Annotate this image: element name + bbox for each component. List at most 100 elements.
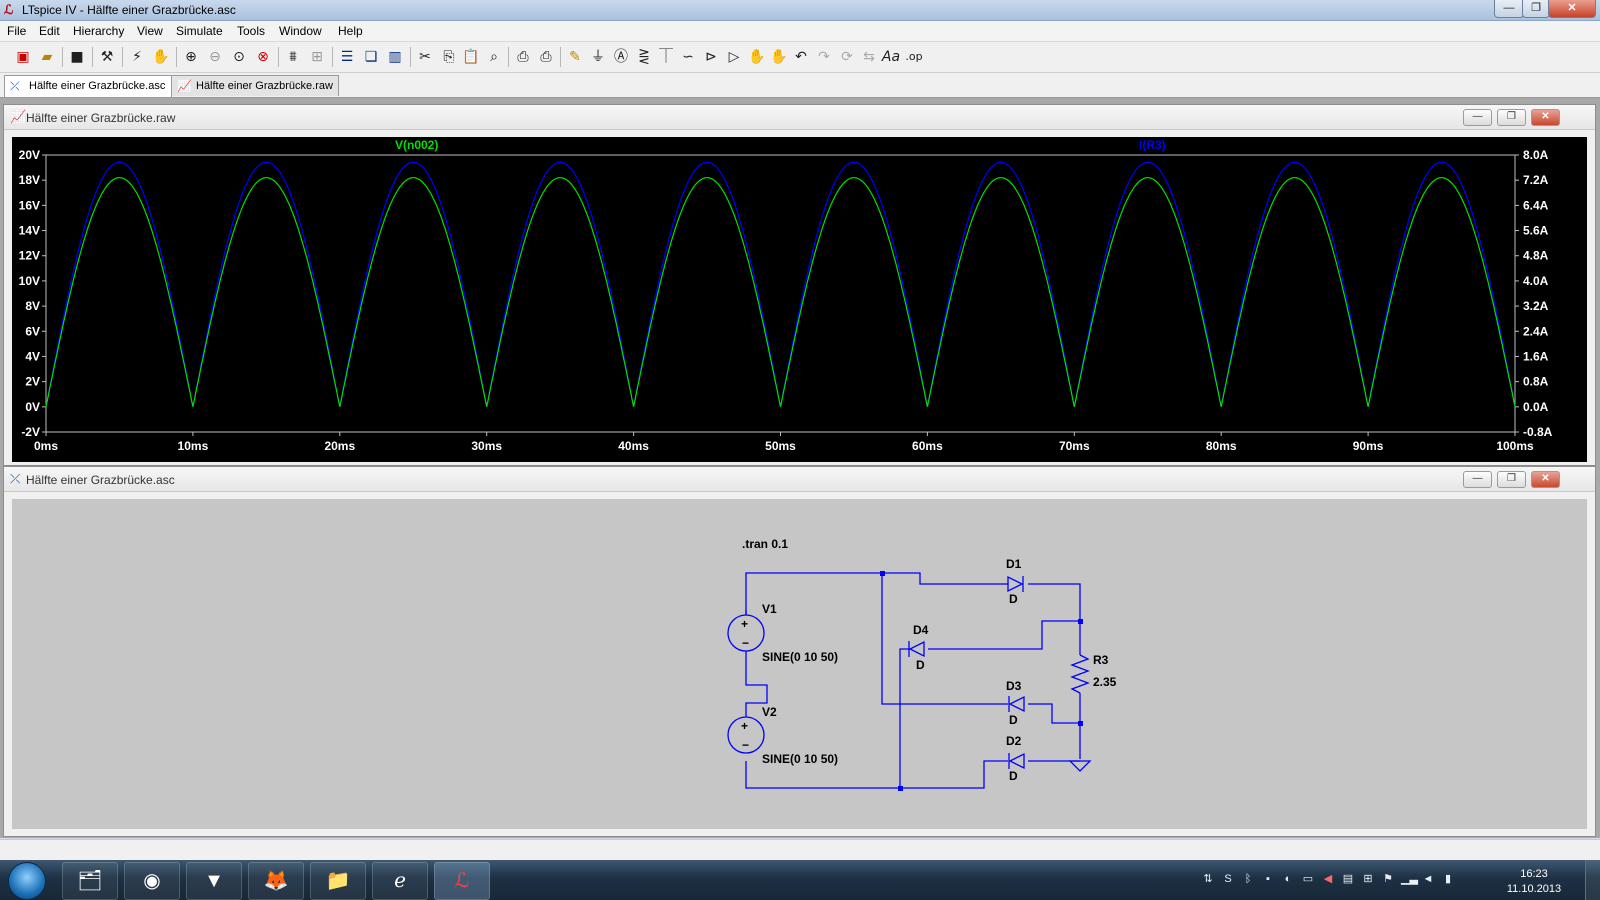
autorange-icon[interactable]: ⩩	[289, 49, 297, 65]
battery-icon[interactable]: ▮	[1444, 873, 1452, 885]
redo-icon[interactable]: ↷	[818, 49, 830, 65]
inductor-icon[interactable]: ∽	[682, 49, 694, 65]
grid-icon[interactable]: ⊞	[1363, 873, 1373, 885]
resistor-icon[interactable]: ⋛	[638, 49, 650, 65]
waveform-window-caption[interactable]: 📈 Hälfte einer Grazbrücke.raw — ❐ ✕	[4, 105, 1595, 130]
network-icon[interactable]: ⇅	[1203, 873, 1213, 885]
d2-ref[interactable]: D2	[1006, 734, 1022, 748]
ground-icon[interactable]: ⏚	[591, 49, 605, 65]
wire[interactable]	[899, 648, 910, 788]
text-icon[interactable]: Aa	[881, 49, 901, 65]
v2-ref[interactable]: V2	[762, 705, 777, 719]
monitor-icon[interactable]: ▭	[1302, 873, 1314, 885]
chrome-icon[interactable]: ◉	[124, 862, 180, 900]
menu-file[interactable]: File	[7, 24, 27, 38]
run-icon[interactable]: ⚡	[132, 49, 142, 65]
copy-icon[interactable]: ⎘	[443, 49, 455, 65]
r3-value[interactable]: 2.35	[1093, 675, 1117, 689]
schematic-maximize-button[interactable]: ❐	[1497, 471, 1526, 488]
wire[interactable]	[1028, 583, 1081, 621]
halt-icon[interactable]: ✋	[152, 49, 170, 65]
signal-icon[interactable]: ▁▃	[1401, 873, 1418, 885]
schematic-window-caption[interactable]: ⤫ Hälfte einer Grazbrücke.asc — ❐ ✕	[4, 467, 1595, 492]
diode-d1[interactable]	[1007, 575, 1024, 593]
skype-icon[interactable]: S	[1224, 873, 1232, 885]
d1-ref[interactable]: D1	[1006, 557, 1022, 571]
move-icon[interactable]: ✋	[748, 49, 766, 65]
diode-d4[interactable]	[908, 640, 925, 658]
d2-value[interactable]: D	[1009, 769, 1018, 783]
d3-value[interactable]: D	[1009, 713, 1018, 727]
menu-edit[interactable]: Edit	[39, 24, 60, 38]
d4-ref[interactable]: D4	[913, 623, 929, 637]
drag-icon[interactable]: ✋	[770, 49, 788, 65]
voltage-source-v2[interactable]	[727, 716, 765, 754]
tab-schematic[interactable]: ⤫ Hälfte einer Grazbrücke.asc	[4, 75, 172, 97]
new-schematic-icon[interactable]: ▣	[16, 49, 30, 65]
tile-vertical-icon[interactable]: ▥	[388, 49, 402, 65]
wire[interactable]	[745, 572, 882, 582]
menu-tools[interactable]: Tools	[237, 24, 266, 38]
wire[interactable]	[928, 620, 1080, 650]
zoom-cancel-icon[interactable]: ⊗	[257, 49, 269, 65]
menu-help[interactable]: Help	[338, 24, 363, 38]
grid-icon[interactable]: ⊞	[311, 49, 323, 65]
schematic-minimize-button[interactable]: —	[1463, 471, 1492, 488]
clock-date[interactable]: 11.10.2013	[1506, 883, 1562, 895]
d4-value[interactable]: D	[916, 658, 925, 672]
bluetooth-icon[interactable]: ᛒ	[1244, 873, 1252, 885]
waveform-maximize-button[interactable]: ❐	[1497, 109, 1526, 126]
wire[interactable]	[1028, 703, 1080, 724]
find-icon[interactable]: ⌕	[490, 49, 498, 65]
label-net-icon[interactable]: Ⓐ	[614, 49, 628, 65]
resistor-r3[interactable]	[1070, 654, 1090, 694]
draw-wire-icon[interactable]: ✎	[569, 49, 581, 65]
component-icon[interactable]: ▷	[728, 49, 740, 65]
cascade-icon[interactable]: ❏	[364, 49, 378, 65]
window-icon[interactable]: ▤	[1342, 873, 1354, 885]
d1-value[interactable]: D	[1009, 592, 1018, 606]
generic-icon[interactable]: ▪	[1266, 873, 1270, 885]
usb-tool-icon[interactable]: ▼	[186, 862, 242, 900]
v1-value[interactable]: SINE(0 10 50)	[762, 650, 838, 664]
show-desktop-button[interactable]	[1585, 860, 1600, 900]
control-panel-icon[interactable]: ⚒	[100, 49, 114, 65]
cut-icon[interactable]: ✂	[419, 49, 431, 65]
open-icon[interactable]: ▰	[41, 49, 53, 65]
schematic-drawing[interactable]: + − + − .tran 0.1 V1 SINE(0 10 50) V2 SI…	[12, 499, 1587, 829]
capacitor-icon[interactable]: ⏉	[659, 49, 673, 65]
save-icon[interactable]: ■	[70, 49, 84, 65]
zoom-fit-icon[interactable]: ⊙	[233, 49, 245, 65]
menu-simulate[interactable]: Simulate	[176, 24, 223, 38]
tab-waveform[interactable]: 📈 Hälfte einer Grazbrücke.raw	[171, 75, 339, 96]
wire[interactable]	[882, 572, 1008, 585]
paste-icon[interactable]: 📋	[462, 49, 480, 65]
internet-explorer-icon[interactable]: ℯ	[372, 862, 428, 900]
d3-ref[interactable]: D3	[1006, 679, 1022, 693]
zoom-in-icon[interactable]: ⊕	[185, 49, 197, 65]
waveform-chart[interactable]: -2V0V2V4V6V8V10V12V14V16V18V20V-0.8A0.0A…	[12, 137, 1587, 462]
volume-icon[interactable]: ◄	[1422, 873, 1434, 885]
waveform-minimize-button[interactable]: —	[1463, 109, 1492, 126]
schematic-canvas[interactable]: + − + − .tran 0.1 V1 SINE(0 10 50) V2 SI…	[12, 499, 1587, 829]
menu-window[interactable]: Window	[279, 24, 322, 38]
gimp-icon[interactable]: 🦊	[248, 862, 304, 900]
folder-icon[interactable]: 📁	[310, 862, 366, 900]
explorer-icon[interactable]: 🗂	[62, 862, 118, 900]
close-window-button[interactable]: ✕	[1548, 0, 1596, 18]
diode-d3[interactable]	[1008, 695, 1025, 713]
ground-symbol[interactable]	[1068, 760, 1092, 772]
wire[interactable]	[745, 651, 768, 717]
speaker-icon[interactable]: ◀	[1323, 873, 1333, 885]
v2-value[interactable]: SINE(0 10 50)	[762, 752, 838, 766]
tile-horizontal-icon[interactable]: ☰	[340, 49, 354, 65]
spice-directive-icon[interactable]: .op	[905, 50, 923, 63]
antivirus-icon[interactable]: ◐	[1284, 873, 1292, 885]
diode-d2[interactable]	[1008, 752, 1025, 770]
menu-hierarchy[interactable]: Hierarchy	[73, 24, 125, 38]
schematic-window[interactable]: ⤫ Hälfte einer Grazbrücke.asc — ❐ ✕	[3, 466, 1596, 837]
v1-ref[interactable]: V1	[762, 602, 777, 616]
window-title-bar[interactable]: ℒ LTspice IV - Hälfte einer Grazbrücke.a…	[0, 0, 1600, 21]
